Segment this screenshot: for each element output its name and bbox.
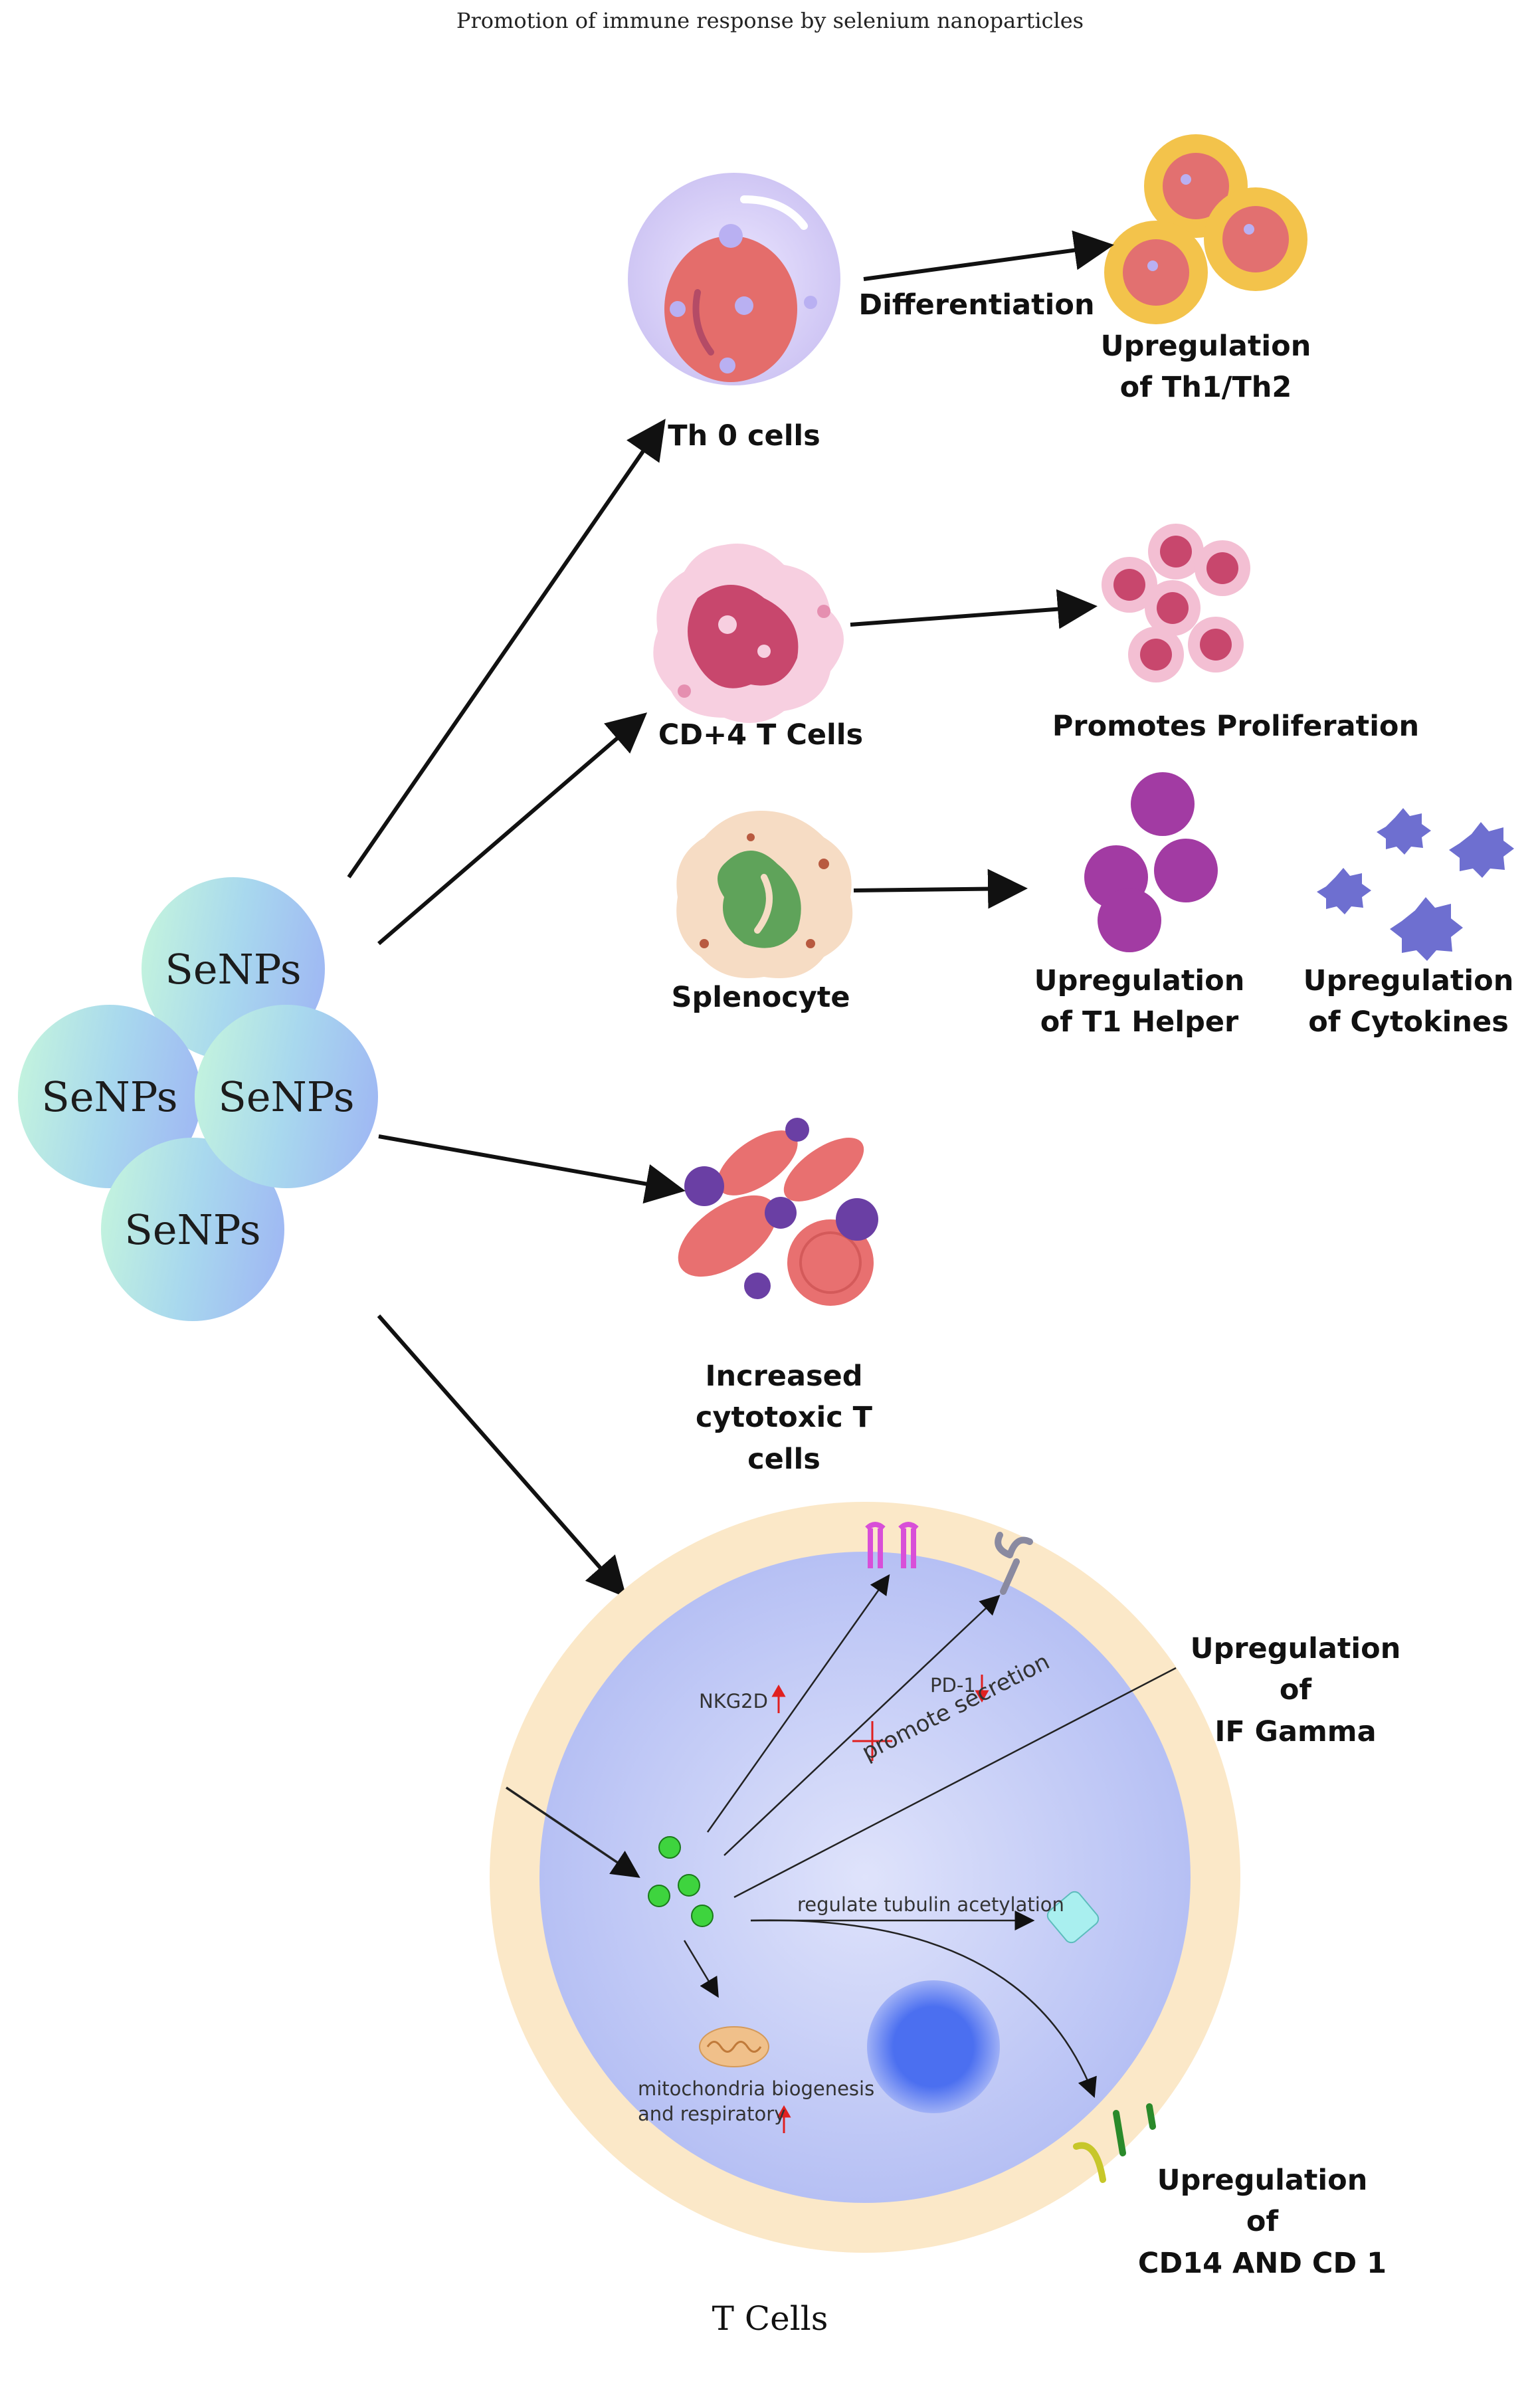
th0-label: Th 0 cells xyxy=(668,419,820,453)
up-down-arrows xyxy=(771,1675,989,2133)
nkg2d-receptor-icon xyxy=(865,1522,919,1568)
pd1-label: PD-1 xyxy=(930,1674,976,1697)
arrow-proliferation xyxy=(850,589,1098,629)
splenocyte-label: Splenocyte xyxy=(671,981,850,1014)
line-promote-secretion xyxy=(733,1667,1177,1899)
down-arrow-icon xyxy=(975,1690,989,1703)
nkg2d-label: NKG2D xyxy=(699,1690,768,1712)
cytokines-label: Upregulation of Cytokines xyxy=(1303,964,1514,1039)
arrow-nkg2d xyxy=(706,1574,890,1833)
arrow-to-cd4 xyxy=(377,712,648,946)
arrows xyxy=(347,230,1114,1598)
arrow-pd1 xyxy=(723,1594,1001,1856)
pd1-receptor-icon xyxy=(995,1532,1033,1595)
cd14-receptor-icon xyxy=(1073,2103,1156,2183)
t-cells-caption: T Cells xyxy=(712,2299,828,2338)
inhibit-mark-icon xyxy=(852,1721,892,1761)
senps-particles-icon xyxy=(648,1836,714,1927)
arrow-to-tcell xyxy=(377,1314,626,1598)
arrow-mito xyxy=(683,1940,719,1998)
tubulin-label: regulate tubulin acetylation xyxy=(797,1893,1064,1916)
senps-sphere: SeNPs xyxy=(195,1005,378,1188)
t-cell-diagram xyxy=(490,1502,1240,2253)
nucleus-icon xyxy=(867,1980,1000,2113)
cd4-cell-icon xyxy=(653,544,844,723)
th0-cell-icon xyxy=(628,173,840,385)
arrow-to-th0 xyxy=(347,419,666,879)
proliferating-cells-icon xyxy=(1102,524,1250,682)
cytokines-icon xyxy=(1317,808,1514,961)
th1-th2-cells-icon xyxy=(1104,134,1307,324)
t1-helper-label: Upregulation of T1 Helper xyxy=(1034,964,1245,1039)
arrow-to-cytotoxic xyxy=(378,1134,686,1204)
cd4-label: CD+4 T Cells xyxy=(658,718,864,752)
arrow-entry xyxy=(506,1786,640,1878)
splenocyte-icon xyxy=(676,811,853,978)
mito-label: mitochondria biogenesis and respiratory xyxy=(638,2077,875,2125)
cd14-label: Upregulation of CD14 AND CD 1 xyxy=(1137,2164,1387,2280)
arrow-differentiation xyxy=(863,230,1114,281)
arrow-cd14 xyxy=(750,1919,1097,2098)
up-arrow-icon xyxy=(777,2105,791,2118)
figure-title: Promotion of immune response by selenium… xyxy=(456,8,1084,33)
arrow-t1helper xyxy=(853,869,1028,909)
cytotoxic-cells-icon xyxy=(678,1118,878,1306)
proliferation-label: Promotes Proliferation xyxy=(1052,710,1420,743)
th1-th2-label: Upregulation of Th1/Th2 xyxy=(1100,330,1311,405)
t1-helper-cells-icon xyxy=(1084,772,1218,952)
ifgamma-label: Upregulation of IF Gamma xyxy=(1190,1632,1401,1748)
tubulin-icon xyxy=(1046,1891,1100,1944)
differentiation-label: Differentiation xyxy=(858,288,1095,322)
up-arrow-icon xyxy=(771,1684,786,1697)
cytotoxic-label: Increased cytotoxic T cells xyxy=(696,1360,872,1476)
mitochondria-icon xyxy=(699,2026,769,2067)
